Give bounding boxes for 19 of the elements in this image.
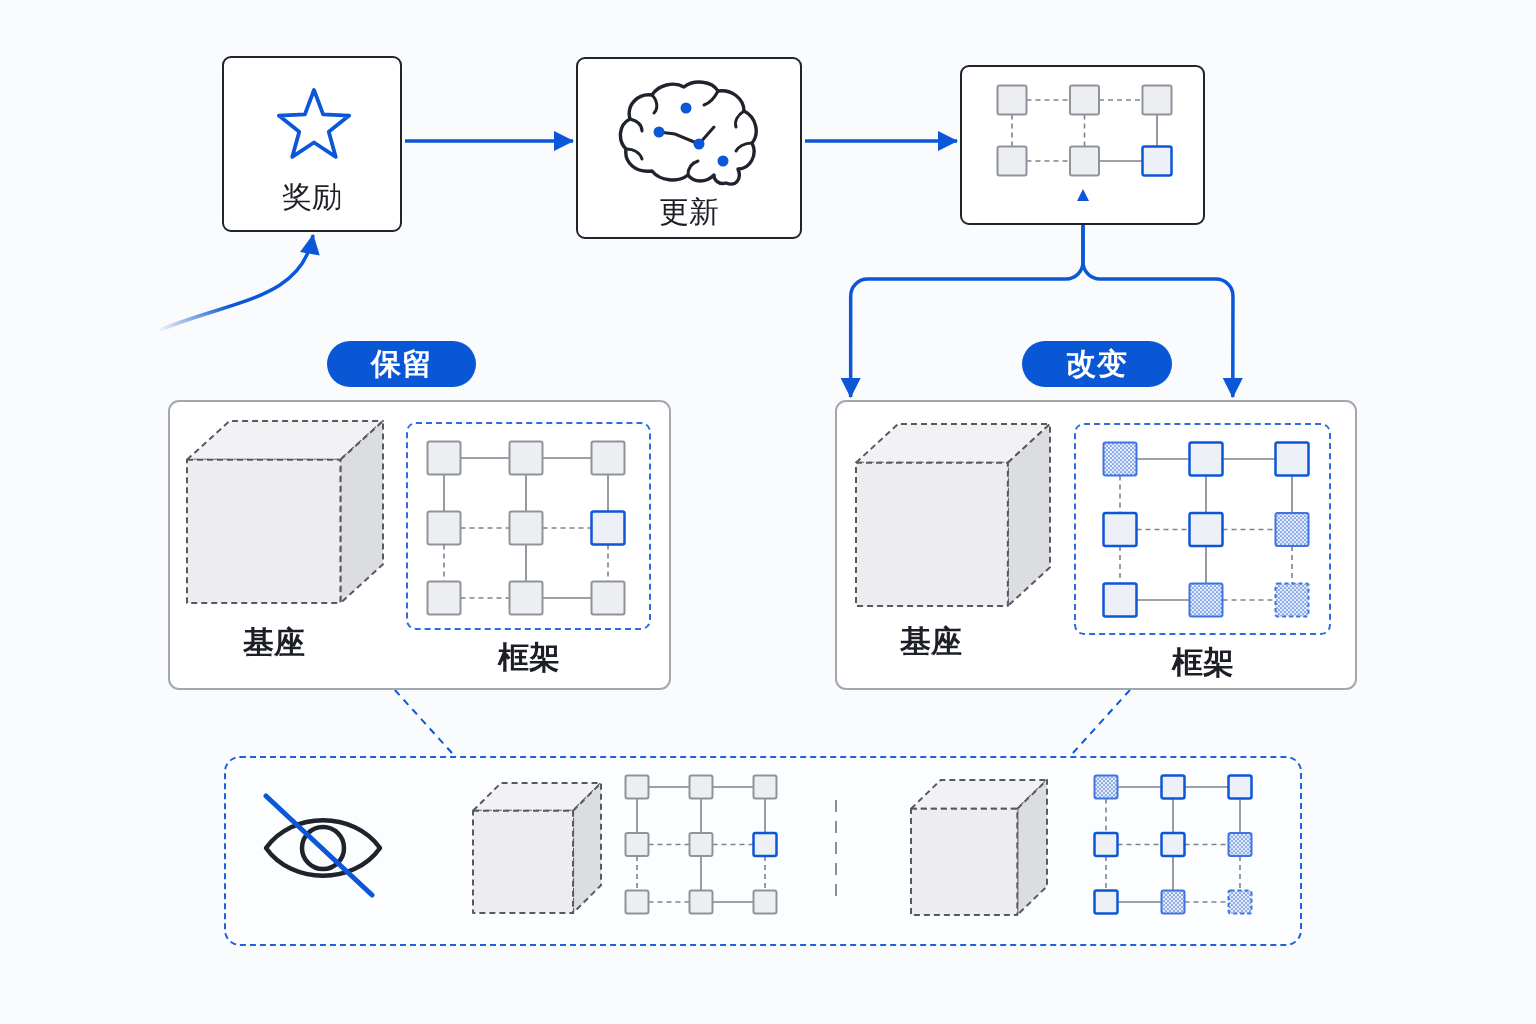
section-tag: 改变 <box>1022 341 1172 387</box>
section-tag: 保留 <box>327 341 476 387</box>
box-label: 奖励 <box>280 178 343 216</box>
arrow <box>1081 225 1243 398</box>
box-label: 更新 <box>657 193 720 231</box>
dashed-panel <box>224 756 1302 946</box>
process-box <box>576 57 802 239</box>
arrow <box>805 131 958 151</box>
part-label: 框架 <box>496 638 561 677</box>
process-box <box>222 56 402 232</box>
arrow <box>405 131 574 151</box>
panel <box>835 400 1357 690</box>
part-label: 基座 <box>242 623 306 662</box>
panel <box>168 400 671 690</box>
process-box <box>960 65 1205 225</box>
part-label: 基座 <box>899 622 963 661</box>
dashed-line <box>1069 689 1131 757</box>
part-label: 框架 <box>1170 643 1235 682</box>
arrow <box>159 234 318 332</box>
